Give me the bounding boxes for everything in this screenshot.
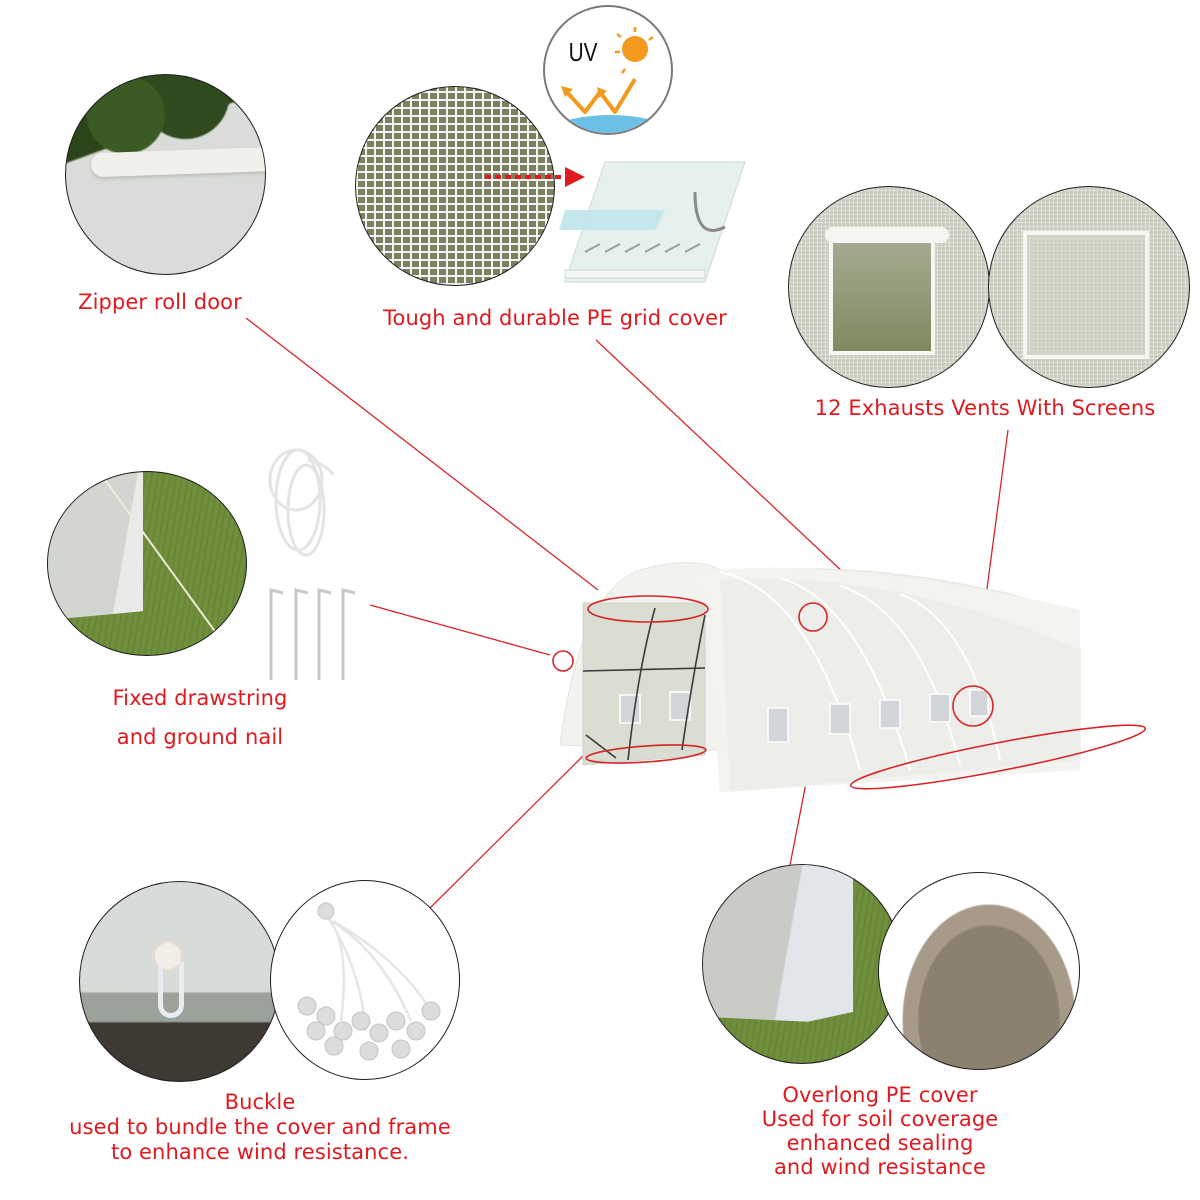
- vent-open-image: [788, 186, 990, 388]
- roof-circle: [798, 602, 828, 632]
- door-bottom-ellipse: [585, 744, 707, 764]
- leader-pe-grid: [595, 339, 863, 591]
- leader-zipper-door: [245, 317, 599, 591]
- uv-text: UV: [568, 37, 598, 67]
- drawstring-label: Fixed drawstring and ground nail: [112, 686, 288, 749]
- cover-skirt-sheet: [703, 865, 853, 1022]
- cover-skirt-image: [702, 864, 902, 1064]
- door-top-ellipse: [587, 595, 709, 623]
- vent-circle: [952, 685, 994, 727]
- pe-grid-cover-label: Tough and durable PE grid cover: [383, 306, 727, 330]
- ground-nails-icon: [269, 588, 356, 680]
- overlong-pe-cover-label: Overlong PE cover Used for soil coverage…: [761, 1083, 999, 1179]
- sun-icon: [615, 27, 654, 74]
- buckle-clip-image: [79, 881, 280, 1082]
- uv-protection-badge: UV: [543, 5, 673, 135]
- leader-buckle: [429, 751, 588, 909]
- rolled-door-tube: [90, 146, 265, 178]
- ball-bungee-icon: [297, 902, 441, 1061]
- zipper-roll-door-label: Zipper roll door: [78, 290, 242, 314]
- skirt-ellipse: [849, 724, 1147, 790]
- pe-grid-mesh-image: [355, 86, 555, 286]
- leader-drawstring: [369, 604, 551, 656]
- exhaust-vents-label: 12 Exhausts Vents With Screens: [814, 396, 1156, 420]
- vent-screen-image: [988, 186, 1190, 388]
- vent-window: [829, 237, 935, 355]
- buckle-hook: [158, 962, 184, 1018]
- vent-screen: [1023, 231, 1149, 359]
- layered-material-diagram: [559, 161, 746, 283]
- dotted-arrow-icon: [485, 167, 585, 187]
- side-arch-circle: [552, 650, 574, 672]
- ball-bungee-bundle-image: [270, 880, 460, 1080]
- reflected-ray-arrows-icon: [561, 77, 637, 114]
- leader-overlong: [789, 782, 807, 866]
- buckle-label: Buckle used to bundle the cover and fram…: [69, 1090, 451, 1164]
- rope-bundle-icon: [268, 448, 335, 557]
- vent-roll-tube: [825, 227, 949, 243]
- water-surface-icon: [545, 115, 671, 133]
- drawstring-on-grass-image: [47, 471, 247, 656]
- soil-pile-image: [878, 872, 1080, 1070]
- greenhouse-product-image: [552, 562, 1147, 792]
- zipper-roll-door-image: [65, 74, 266, 275]
